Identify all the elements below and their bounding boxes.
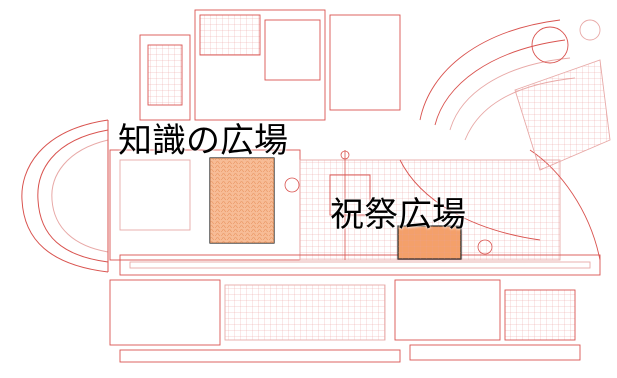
festival-plaza-label: 祝祭広場 bbox=[330, 195, 466, 235]
knowledge-plaza-fill bbox=[210, 158, 274, 243]
central-axis bbox=[284, 150, 493, 260]
theater-arcs bbox=[399, 19, 611, 261]
knowledge-plaza-label: 知識の広場 bbox=[118, 121, 288, 161]
building-outlines bbox=[109, 9, 601, 363]
left-rotunda bbox=[21, 119, 109, 273]
festival-plaza-grid bbox=[398, 226, 461, 259]
